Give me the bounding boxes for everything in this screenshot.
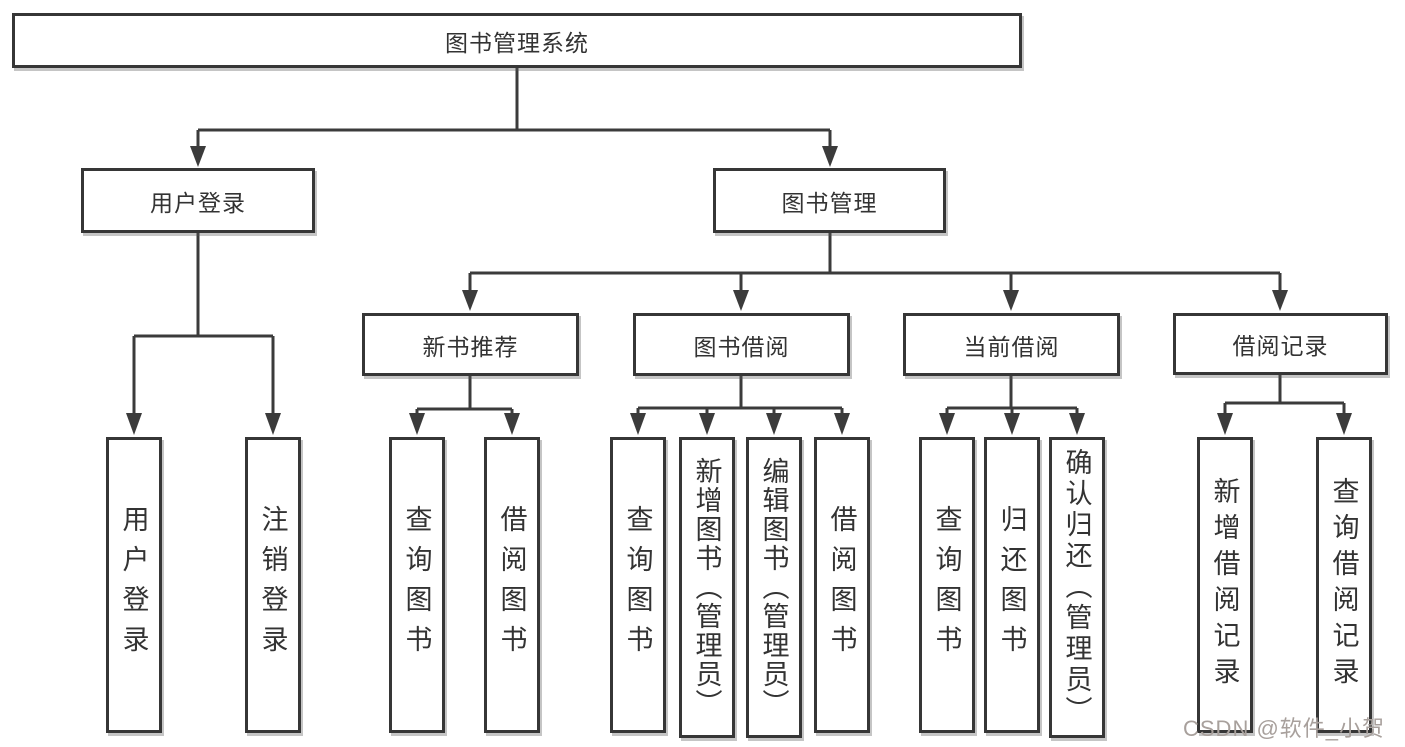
node-library-management-system: 图书管理系统 (12, 13, 1022, 68)
arrow-down-icon (1336, 413, 1352, 435)
arrow-down-icon (1003, 290, 1019, 311)
node-user-login: 用户登录 (81, 168, 315, 233)
wire-records-branch (1223, 375, 1346, 414)
arrow-down-icon (126, 413, 142, 435)
node-book-borrowing: 图书借阅 (633, 313, 850, 376)
node-leaf-add-books-admin: 新增图书（管理员） (679, 437, 735, 738)
node-leaf-confirm-return-admin: 确认归还（管理员） (1049, 437, 1105, 738)
arrow-down-icon (1217, 413, 1233, 435)
wire-new-book-branch (415, 376, 514, 414)
node-leaf-user-login: 用户登录 (106, 437, 162, 733)
arrow-down-icon (939, 413, 955, 435)
node-leaf-query-borrow-record: 查询借阅记录 (1316, 437, 1372, 733)
arrow-down-icon (409, 413, 425, 435)
node-leaf-add-borrow-record: 新增借阅记录 (1197, 437, 1253, 733)
node-leaf-borrow-books-recommend: 借阅图书 (484, 437, 540, 733)
node-new-book-recommend: 新书推荐 (362, 313, 579, 376)
arrow-down-icon (630, 413, 646, 435)
arrow-down-icon (834, 413, 850, 435)
arrow-down-icon (1272, 290, 1288, 311)
node-current-borrowing: 当前借阅 (903, 313, 1120, 376)
node-leaf-edit-books-admin: 编辑图书（管理员） (746, 437, 802, 738)
arrow-down-icon (265, 413, 281, 435)
arrow-down-icon (504, 413, 520, 435)
node-leaf-borrow-books-borrowing: 借阅图书 (814, 437, 870, 733)
wire-book-borrow-branch (636, 376, 844, 414)
arrow-down-icon (822, 146, 838, 167)
node-leaf-logout: 注销登录 (245, 437, 301, 733)
wire-book-mgmt-branch (468, 233, 1282, 291)
node-leaf-query-books-current: 查询图书 (919, 437, 975, 733)
arrow-down-icon (1004, 413, 1020, 435)
node-leaf-return-books: 归还图书 (984, 437, 1040, 733)
arrow-down-icon (733, 290, 749, 311)
arrow-down-icon (766, 413, 782, 435)
arrow-down-icon (462, 290, 478, 311)
arrow-down-icon (190, 146, 206, 167)
csdn-watermark: CSDN @软件_小贺同学 (1183, 716, 1386, 741)
node-borrowing-records: 借阅记录 (1173, 313, 1388, 375)
arrow-down-icon (1069, 413, 1085, 435)
node-leaf-query-books-recommend: 查询图书 (389, 437, 445, 733)
wire-user-login-branch (132, 233, 275, 414)
node-book-management: 图书管理 (713, 168, 946, 233)
wire-root-to-level2 (196, 68, 832, 148)
wire-current-borrow-branch (945, 376, 1079, 414)
arrow-down-icon (699, 413, 715, 435)
node-leaf-query-books-borrowing: 查询图书 (610, 437, 666, 733)
